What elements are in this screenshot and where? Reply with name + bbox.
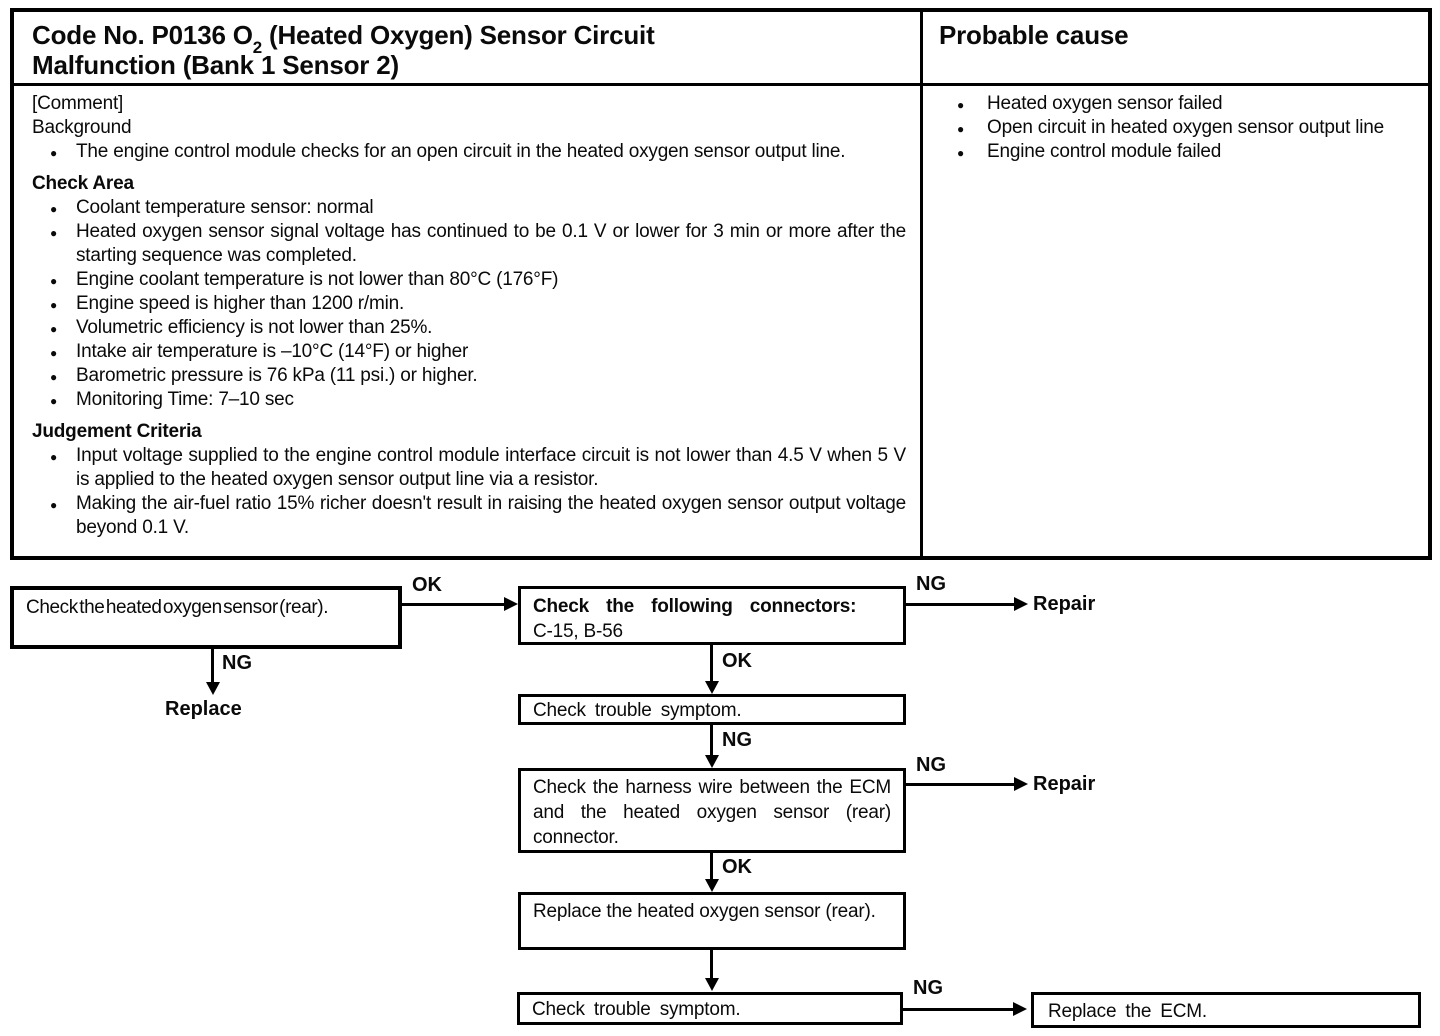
arrow-box4-to-repair [906,783,1016,786]
arrow-box6-to-box7 [903,1008,1015,1011]
ng-label-2: NG [916,573,946,595]
dtc-detail-cell: [Comment] Background The engine control … [14,86,920,556]
background-bullet: The engine control module checks for an … [32,140,910,165]
check-area-bullet: Barometric pressure is 76 kPa (11 psi.) … [32,364,910,389]
arrow-box4-to-box5 [710,853,713,881]
probable-cause-bullet-list: Heated oxygen sensor failed Open circuit… [937,92,1418,165]
probable-cause-bullet: Open circuit in heated oxygen sensor out… [937,116,1418,141]
arrow-box2-to-repair [906,603,1016,606]
judgement-bullet-list: Input voltage supplied to the engine con… [32,444,910,540]
repair-result-label-1: Repair [1033,593,1096,615]
check-area-bullet: Engine coolant temperature is not lower … [32,268,910,293]
flowchart-box-check-connectors-line2: C-15, B-56 [533,621,623,642]
arrowhead-box3-to-box4 [705,755,719,768]
dtc-code-title-subscript: 2 [252,38,262,58]
dtc-code-title-line1-rest: (Heated Oxygen) Sensor Circuit [261,20,655,50]
ng-label-3: NG [722,729,752,751]
arrowhead-box4-to-box5 [705,879,719,892]
background-label: Background [32,117,132,138]
check-area-bullet: Monitoring Time: 7–10 sec [32,388,910,413]
dtc-code-title-line2: Malfunction (Bank 1 Sensor 2) [32,50,399,80]
arrowhead-box1-to-box2 [504,597,518,611]
judgement-bullet: Making the air-fuel ratio 15% richer doe… [32,492,910,540]
arrow-box1-to-replace [211,649,214,683]
check-area-bullet: Intake air temperature is –10°C (14°F) o… [32,340,910,365]
background-bullet-list: The engine control module checks for an … [32,140,910,165]
flowchart-box-replace-sensor-text: Replace the heated oxygen sensor (rear). [533,901,876,922]
flowchart-box-check-sensor-text: Check the heated oxygen sensor (rear). [26,597,329,618]
flowchart-box-replace-sensor: Replace the heated oxygen sensor (rear). [518,892,906,950]
ng-label-5: NG [913,977,943,999]
dtc-table-right-column: Probable cause Heated oxygen sensor fail… [923,12,1428,556]
ok-label-1: OK [412,574,442,596]
arrow-box3-to-box4 [710,725,713,757]
ok-label-2: OK [722,650,752,672]
flowchart-box-check-connectors-line1: Check the following connectors: [533,596,857,617]
replace-result-label: Replace [165,698,242,720]
check-area-bullet: Engine speed is higher than 1200 r/min. [32,292,910,317]
repair-result-label-2: Repair [1033,773,1096,795]
ng-label-4: NG [916,754,946,776]
flowchart-box-check-harness: Check the harness wire between the ECM a… [518,768,906,853]
dtc-code-title-prefix: Code No. P0136 O [32,20,253,50]
dtc-table-left-column: Code No. P0136 O2 (Heated Oxygen) Sensor… [14,12,923,556]
flowchart-box-replace-ecm: Replace the ECM. [1031,992,1421,1028]
arrow-box5-to-box6 [710,950,713,980]
probable-cause-bullet: Engine control module failed [937,140,1418,165]
flowchart-box-check-symptom-2: Check trouble symptom. [517,992,903,1025]
probable-cause-bullet: Heated oxygen sensor failed [937,92,1418,117]
check-area-bullet-list: Coolant temperature sensor: normal Heate… [32,196,910,413]
ok-label-3: OK [722,856,752,878]
judgement-criteria-heading: Judgement Criteria [32,421,202,442]
arrowhead-box2-to-repair [1014,597,1028,611]
arrowhead-box6-to-box7 [1013,1002,1027,1016]
flowchart-box-check-symptom-2-text: Check trouble symptom. [532,999,741,1020]
arrow-box2-to-box3 [710,645,713,683]
judgement-bullet: Input voltage supplied to the engine con… [32,444,910,492]
flowchart-box-check-sensor: Check the heated oxygen sensor (rear). [10,586,402,649]
flowchart-box-check-symptom-1-text: Check trouble symptom. [533,700,742,721]
probable-cause-heading: Probable cause [923,12,1428,86]
check-area-heading: Check Area [32,173,134,194]
arrowhead-box1-to-replace [206,682,220,695]
flowchart-box-check-connectors: Check the following connectors: C-15, B-… [518,586,906,645]
flowchart-box-check-symptom-1: Check trouble symptom. [518,694,906,725]
ng-label-1: NG [222,652,252,674]
probable-cause-cell: Heated oxygen sensor failed Open circuit… [923,86,1428,556]
arrow-box1-to-box2 [402,603,506,606]
arrowhead-box2-to-box3 [705,681,719,694]
comment-label: [Comment] [32,93,124,114]
check-area-bullet: Heated oxygen sensor signal voltage has … [32,220,910,268]
flowchart-box-replace-ecm-text: Replace the ECM. [1048,1001,1207,1022]
dtc-code-title: Code No. P0136 O2 (Heated Oxygen) Sensor… [14,12,920,86]
check-area-bullet: Volumetric efficiency is not lower than … [32,316,910,341]
dtc-table: Code No. P0136 O2 (Heated Oxygen) Sensor… [10,8,1432,560]
arrowhead-box4-to-repair [1014,777,1028,791]
flowchart-box-check-harness-text: Check the harness wire between the ECM a… [533,777,891,848]
check-area-bullet: Coolant temperature sensor: normal [32,196,910,221]
arrowhead-box5-to-box6 [705,978,719,991]
